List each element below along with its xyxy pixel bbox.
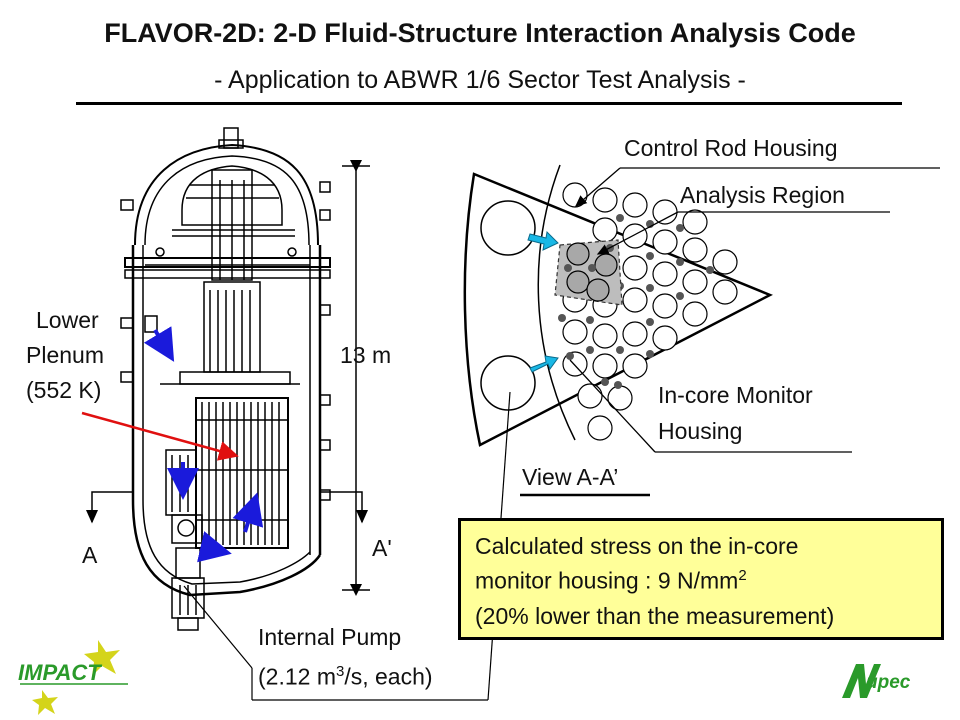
callout-line-3: (20% lower than the measurement) [475, 603, 835, 629]
title-underline [76, 102, 902, 105]
height-dimension [342, 160, 370, 596]
analysis-region-label: Analysis Region [680, 182, 845, 208]
internal-pump-label-line1: Internal Pump [258, 624, 402, 650]
height-dimension-label: 13 m [340, 342, 392, 368]
view-aa-label: View A-A’ [522, 464, 619, 490]
callout-line-2: monitor housing : 9 N/mm2 [475, 567, 747, 594]
section-a-prime-marker [320, 491, 368, 524]
flow-arrows [143, 326, 264, 563]
page-title: FLAVOR-2D: 2-D Fluid-Structure Interacti… [104, 18, 856, 48]
sector-leaders [569, 167, 940, 453]
section-a-marker [86, 491, 133, 524]
section-a-prime-label: A' [372, 535, 392, 561]
lower-plenum-label-line3: (552 K) [26, 377, 102, 403]
section-a-label: A [82, 542, 98, 568]
reactor-vessel-drawing [120, 127, 331, 631]
incore-monitor-label-line2: Housing [658, 418, 743, 444]
incore-monitor-label-line1: In-core Monitor [658, 382, 813, 408]
impact-logo [20, 640, 128, 715]
lower-plenum-label-line1: Lower [36, 307, 99, 333]
page-subtitle: - Application to ABWR 1/6 Sector Test An… [214, 66, 746, 94]
lower-plenum-label-line2: Plenum [26, 342, 104, 368]
control-rod-housing-label: Control Rod Housing [624, 135, 838, 161]
impact-logo-text: IMPACT [18, 660, 101, 685]
nupec-logo-text: upec [866, 672, 911, 693]
stress-result-callout: Calculated stress on the in-core monitor… [458, 518, 944, 640]
callout-line-1: Calculated stress on the in-core [475, 533, 799, 559]
internal-pump-label-line2: (2.12 m3/s, each) [258, 663, 433, 690]
sector-view [463, 164, 773, 447]
lower-plenum-leader [81, 411, 239, 461]
sector-flow-arrows [527, 230, 559, 373]
nupec-logo [842, 664, 881, 698]
